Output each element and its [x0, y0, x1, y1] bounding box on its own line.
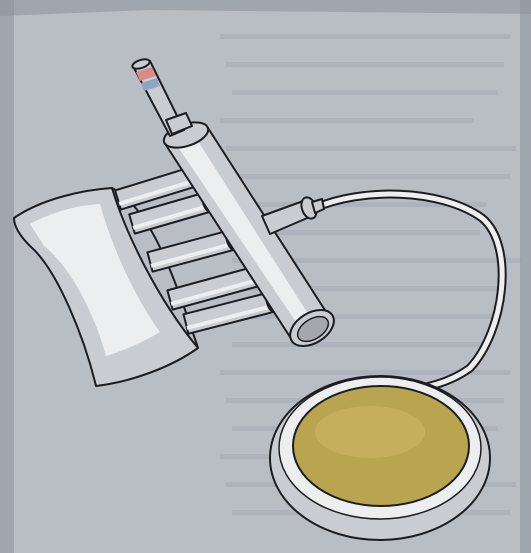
faint-text-line — [226, 146, 516, 151]
page-right-shadow — [520, 0, 531, 553]
faint-text-line — [220, 34, 510, 39]
pedal-plate-highlight — [315, 406, 425, 458]
faint-text-line — [220, 118, 474, 123]
faint-text-line — [232, 174, 510, 179]
page-left-shadow — [0, 0, 14, 553]
faint-text-line — [232, 342, 486, 347]
foot-pedal — [270, 376, 490, 540]
faint-text-line — [232, 90, 498, 95]
faint-text-line — [226, 62, 504, 67]
